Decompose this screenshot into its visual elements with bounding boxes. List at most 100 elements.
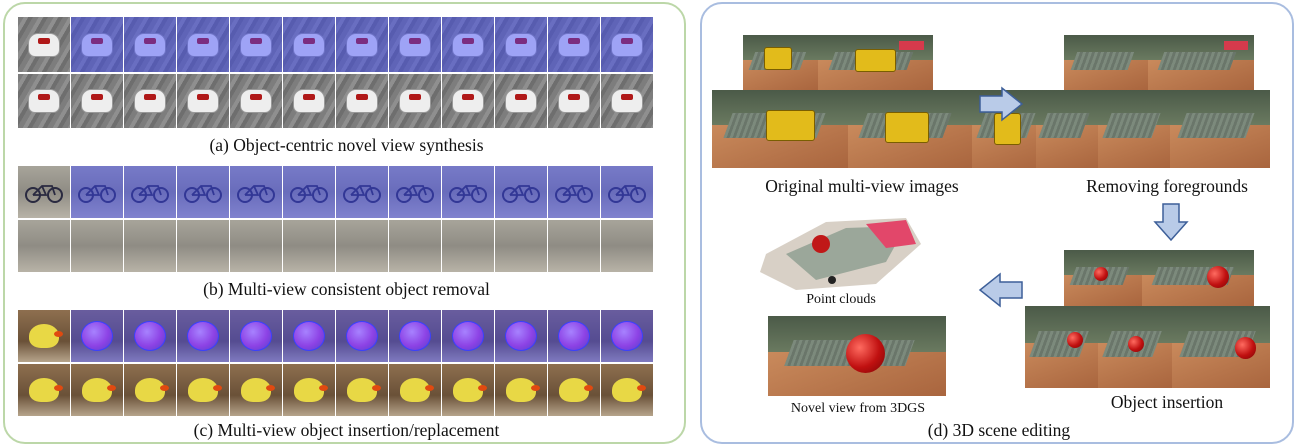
- thumbnail-c-1: [18, 364, 70, 416]
- thumbnail-a-9: [442, 74, 494, 128]
- thumbnail-c-2: [71, 310, 123, 362]
- thumbnail-b-10: [495, 166, 547, 218]
- thumbnail-b-4: [177, 220, 229, 272]
- thumbnail-c-5: [230, 310, 282, 362]
- thumbnail-b-3: [124, 166, 176, 218]
- thumbnail-b-9: [442, 220, 494, 272]
- inserted-view-4: [1098, 306, 1172, 388]
- thumbnail-a-8: [389, 17, 441, 72]
- original-view-1: [743, 35, 818, 90]
- removed-view-2: [1148, 35, 1254, 90]
- thumbnail-c-3: [124, 310, 176, 362]
- thumbnail-b-2: [71, 220, 123, 272]
- thumbnail-a-1: [18, 17, 70, 72]
- arrow-right-icon: [979, 86, 1024, 122]
- thumbnail-c-11: [548, 310, 600, 362]
- caption-c: (c) Multi-view object insertion/replacem…: [193, 420, 500, 440]
- thumbnail-b-1: [18, 220, 70, 272]
- thumbnail-c-1: [18, 310, 70, 362]
- thumbnail-a-2: [71, 17, 123, 72]
- inserted-view-5: [1172, 306, 1270, 388]
- thumbnail-a-1: [18, 74, 70, 128]
- thumbnail-c-4: [177, 364, 229, 416]
- thumbnail-a-5: [230, 17, 282, 72]
- thumbnail-c-6: [283, 310, 335, 362]
- caption-removing: Removing foregrounds: [1086, 176, 1248, 196]
- removed-view-4: [1098, 90, 1170, 168]
- thumbnail-a-3: [124, 17, 176, 72]
- thumbnail-c-10: [495, 310, 547, 362]
- thumbnail-c-12: [601, 310, 653, 362]
- thumbnail-b-1: [18, 166, 70, 218]
- thumbnail-c-8: [389, 310, 441, 362]
- removed-view-1: [1064, 35, 1148, 90]
- inserted-view-2: [1142, 250, 1254, 306]
- thumbnail-b-10: [495, 220, 547, 272]
- caption-a: (a) Object-centric novel view synthesis: [209, 135, 484, 155]
- strip-b-masked-views: [18, 166, 653, 218]
- thumbnail-b-6: [283, 220, 335, 272]
- thumbnail-b-11: [548, 166, 600, 218]
- thumbnail-a-6: [283, 74, 335, 128]
- thumbnail-b-4: [177, 166, 229, 218]
- thumbnail-c-7: [336, 310, 388, 362]
- left-panel: (a) Object-centric novel view synthesis …: [3, 2, 686, 444]
- strip-b-removed-views: [18, 220, 653, 272]
- thumbnail-c-5: [230, 364, 282, 416]
- thumbnail-b-2: [71, 166, 123, 218]
- thumbnail-b-5: [230, 166, 282, 218]
- thumbnail-c-10: [495, 364, 547, 416]
- strip-c-inserted-views: [18, 364, 653, 416]
- thumbnail-a-8: [389, 74, 441, 128]
- caption-insertion: Object insertion: [1110, 392, 1224, 412]
- thumbnail-c-7: [336, 364, 388, 416]
- thumbnail-c-4: [177, 310, 229, 362]
- inserted-view-1: [1064, 250, 1142, 306]
- strip-a-reference-views: [18, 74, 653, 128]
- original-view-2: [818, 35, 933, 90]
- thumbnail-c-11: [548, 364, 600, 416]
- thumbnail-b-6: [283, 166, 335, 218]
- novel-view-render: [768, 316, 946, 396]
- thumbnail-c-12: [601, 364, 653, 416]
- caption-novel-view: Novel view from 3DGS: [790, 401, 926, 416]
- thumbnail-c-9: [442, 364, 494, 416]
- thumbnail-a-10: [495, 74, 547, 128]
- original-view-4: [848, 90, 972, 168]
- thumbnail-a-4: [177, 74, 229, 128]
- thumbnail-a-7: [336, 74, 388, 128]
- thumbnail-a-12: [601, 17, 653, 72]
- thumbnail-a-2: [71, 74, 123, 128]
- thumbnail-b-12: [601, 220, 653, 272]
- arrow-left-icon: [978, 272, 1023, 308]
- thumbnail-a-11: [548, 17, 600, 72]
- thumbnail-a-9: [442, 17, 494, 72]
- thumbnail-b-11: [548, 220, 600, 272]
- thumbnail-a-4: [177, 17, 229, 72]
- original-view-3: [712, 90, 848, 168]
- inserted-view-3: [1025, 306, 1098, 388]
- thumbnail-b-7: [336, 220, 388, 272]
- thumbnail-a-11: [548, 74, 600, 128]
- thumbnail-c-6: [283, 364, 335, 416]
- thumbnail-c-2: [71, 364, 123, 416]
- removed-view-3: [1036, 90, 1098, 168]
- caption-d: (d) 3D scene editing: [927, 420, 1071, 440]
- point-cloud-render: [760, 218, 921, 290]
- arrow-down-icon: [1153, 203, 1189, 242]
- thumbnail-b-7: [336, 166, 388, 218]
- thumbnail-a-6: [283, 17, 335, 72]
- thumbnail-a-12: [601, 74, 653, 128]
- right-panel: Original multi-view images Removing fore…: [700, 2, 1294, 444]
- thumbnail-c-3: [124, 364, 176, 416]
- thumbnail-a-3: [124, 74, 176, 128]
- strip-c-masked-views: [18, 310, 653, 362]
- thumbnail-b-8: [389, 220, 441, 272]
- thumbnail-b-3: [124, 220, 176, 272]
- caption-b: (b) Multi-view consistent object removal: [203, 279, 490, 299]
- thumbnail-b-9: [442, 166, 494, 218]
- strip-a-masked-views: [18, 17, 653, 72]
- thumbnail-a-10: [495, 17, 547, 72]
- removed-view-5: [1170, 90, 1270, 168]
- caption-original: Original multi-view images: [765, 176, 959, 196]
